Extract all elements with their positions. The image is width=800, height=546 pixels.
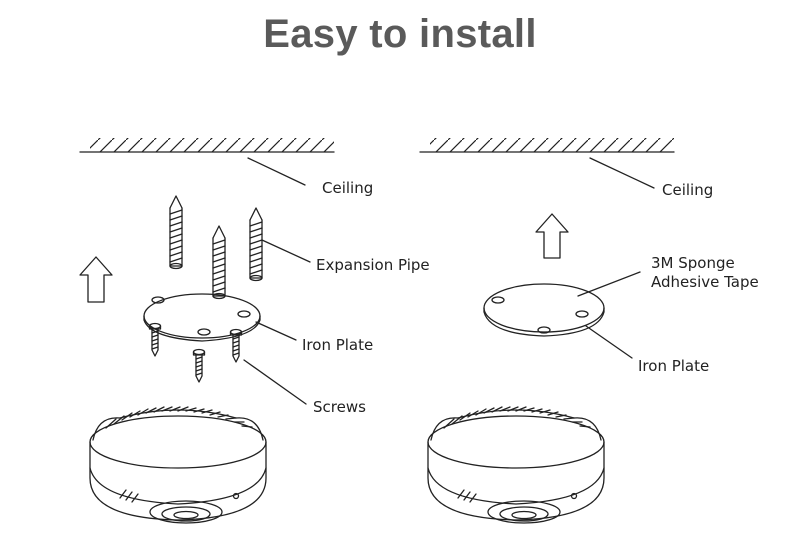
left-camera bbox=[89, 406, 267, 524]
right-iron-plate-leader bbox=[585, 325, 633, 359]
left-ceiling bbox=[79, 138, 335, 153]
right-ceiling-label: Ceiling bbox=[662, 181, 714, 199]
right-iron-plate-label: Iron Plate bbox=[638, 357, 710, 375]
right-ceiling-leader bbox=[589, 157, 655, 189]
left-expansion-pipe-label: Expansion Pipe bbox=[316, 256, 430, 274]
left-screws-label: Screws bbox=[313, 398, 366, 416]
right-tape-label-line1: 3M Sponge bbox=[651, 254, 735, 272]
left-iron-plate-label: Iron Plate bbox=[302, 336, 374, 354]
right-ceiling bbox=[419, 138, 675, 153]
left-iron-plate bbox=[143, 293, 261, 342]
left-expansion-pipes bbox=[169, 195, 263, 300]
right-up-arrow bbox=[535, 213, 569, 259]
right-tape-label-line2: Adhesive Tape bbox=[651, 273, 759, 291]
left-screws-leader bbox=[243, 359, 307, 405]
left-ceiling-label: Ceiling bbox=[322, 179, 374, 197]
left-expansion-pipe-leader bbox=[261, 239, 311, 263]
left-up-arrow bbox=[79, 256, 113, 303]
right-iron-plate bbox=[483, 283, 605, 337]
right-tape-leader bbox=[577, 271, 641, 297]
left-iron-plate-leader bbox=[255, 321, 297, 341]
page-title: Easy to install bbox=[263, 12, 537, 56]
left-ceiling-leader bbox=[247, 157, 306, 186]
right-camera bbox=[427, 406, 605, 524]
